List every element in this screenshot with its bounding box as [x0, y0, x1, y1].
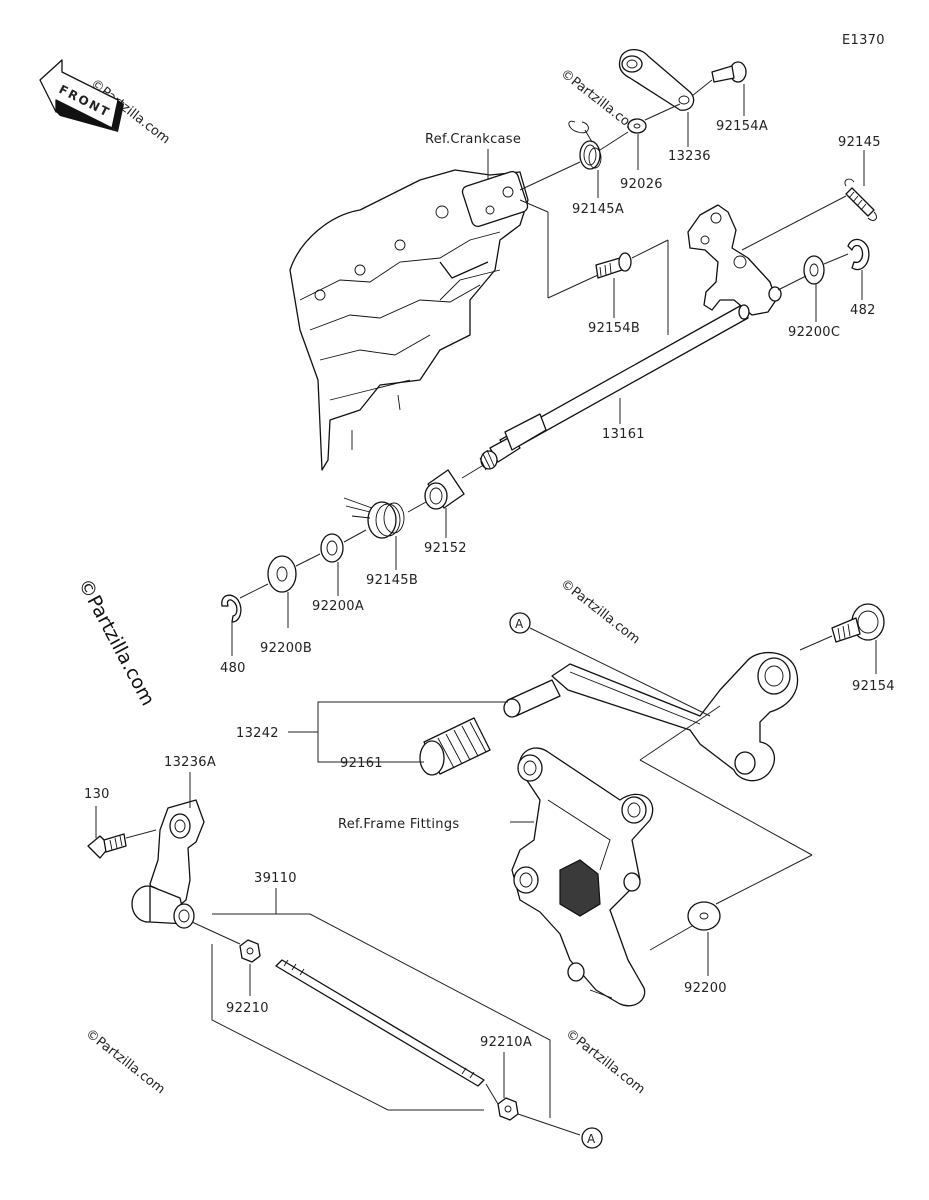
marker-a-label: A	[515, 617, 524, 631]
part-label: 482	[850, 303, 876, 318]
part-label: 92152	[424, 541, 467, 556]
part-92200A-washer	[320, 533, 344, 563]
part-39110-rod	[275, 959, 485, 1087]
part-label: 92200A	[312, 599, 364, 614]
watermark: ©Partzilla.com	[563, 1026, 648, 1097]
part-92200B-washer	[267, 555, 297, 593]
watermark-side: ©Partzilla.com	[74, 575, 159, 709]
part-label: 92145B	[366, 573, 418, 588]
part-peg-shaft	[503, 679, 561, 718]
marker-a-top: A	[509, 612, 531, 634]
part-label: 92154	[852, 679, 895, 694]
part-label: 13236A	[164, 755, 216, 770]
watermark: ©Partzilla.com	[558, 576, 643, 647]
part-label: 92210A	[480, 1035, 532, 1050]
part-92210A-nut	[497, 1097, 519, 1121]
part-92145-spring	[844, 178, 877, 221]
marker-a-label: A	[587, 1132, 596, 1146]
part-92210-nut	[239, 939, 261, 963]
part-label: 92145	[838, 135, 881, 150]
part-label: 92145A	[572, 202, 624, 217]
part-label: 13161	[602, 427, 645, 442]
marker-a-bottom: A	[581, 1127, 603, 1149]
part-92161-rubber	[419, 717, 491, 776]
part-shift-plate	[687, 204, 782, 316]
part-label: 92200	[684, 981, 727, 996]
crankcase-ref	[289, 169, 529, 471]
part-label: 92200B	[260, 641, 312, 656]
part-92145B-spring	[343, 497, 405, 539]
part-label: 92200C	[788, 325, 840, 340]
part-13242-shift-pedal	[551, 651, 799, 782]
part-92154B-bolt	[595, 252, 632, 279]
ref-frame-fittings-label: Ref.Frame Fittings	[338, 817, 459, 832]
part-482-circlip	[847, 238, 870, 271]
part-13236-arm	[618, 49, 695, 111]
part-130-bolt	[87, 833, 127, 859]
front-arrow-icon: FRONT	[39, 59, 124, 132]
part-92154A-bolt	[711, 61, 747, 83]
part-label: 92161	[340, 756, 383, 771]
part-label: 92026	[620, 177, 663, 192]
part-480-circlip	[221, 594, 242, 623]
diagram-code: E1370	[842, 33, 885, 48]
part-label: 92210	[226, 1001, 269, 1016]
frame-fittings-ref	[511, 747, 654, 1007]
part-label: 13242	[236, 726, 279, 741]
part-92026-washer	[627, 118, 647, 134]
ref-crankcase-label: Ref.Crankcase	[425, 132, 521, 147]
part-label: 92154B	[588, 321, 640, 336]
part-92200-washer	[687, 901, 721, 931]
part-13161-shaft	[479, 304, 750, 471]
part-label: 39110	[254, 871, 297, 886]
part-92154-bolt	[831, 603, 885, 643]
part-label: 13236	[668, 149, 711, 164]
watermark: ©Partzilla.com	[83, 1026, 168, 1097]
part-label: 480	[220, 661, 246, 676]
part-label: 92154A	[716, 119, 768, 134]
part-13236A-arm	[131, 799, 205, 929]
part-92200C-washer	[803, 255, 825, 285]
part-92145A-spring	[568, 120, 602, 170]
part-92152-collar	[424, 469, 465, 510]
part-label: 130	[84, 787, 110, 802]
